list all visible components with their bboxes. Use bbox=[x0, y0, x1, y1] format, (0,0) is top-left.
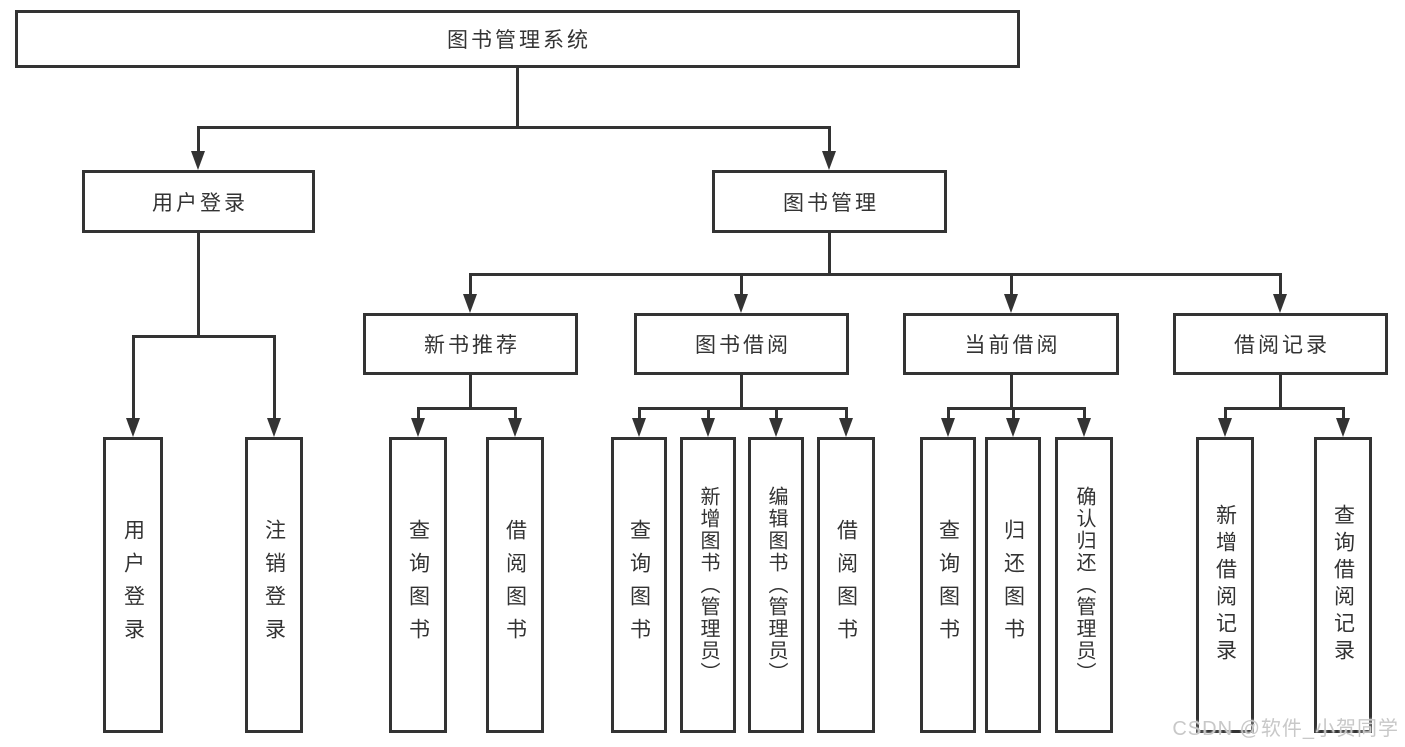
arrow-down-icon bbox=[267, 418, 281, 437]
arrow-down-icon bbox=[941, 418, 955, 437]
arrow-down-icon bbox=[1006, 418, 1020, 437]
arrow-down-icon bbox=[769, 418, 783, 437]
connector-stem bbox=[1278, 375, 1282, 410]
connector-drop bbox=[637, 407, 641, 421]
node-book-borrowing: 图书借阅 bbox=[634, 313, 849, 375]
node-leaf-confirm-return-admin: 确认归还（管理员） bbox=[1055, 437, 1113, 733]
connector-drop bbox=[827, 126, 831, 154]
node-new-book-recommendation: 新书推荐 bbox=[363, 313, 578, 375]
node-label: 编辑图书（管理员） bbox=[765, 486, 787, 684]
connector-stem bbox=[827, 233, 831, 276]
arrow-down-icon bbox=[839, 418, 853, 437]
node-label: 查询图书 bbox=[627, 519, 651, 651]
connector-drop bbox=[131, 335, 135, 421]
node-leaf-query-borrow-record: 查询借阅记录 bbox=[1314, 437, 1372, 733]
connector-stem bbox=[468, 375, 472, 410]
arrow-down-icon bbox=[1077, 418, 1091, 437]
connector-drop bbox=[774, 407, 778, 421]
node-leaf-borrow-books-1: 借阅图书 bbox=[486, 437, 544, 733]
arrow-down-icon bbox=[463, 294, 477, 313]
connector-drop bbox=[1011, 407, 1015, 421]
arrow-down-icon bbox=[191, 151, 205, 170]
node-book-management: 图书管理 bbox=[712, 170, 947, 233]
arrow-down-icon bbox=[411, 418, 425, 437]
arrow-down-icon bbox=[1336, 418, 1350, 437]
connector-stem bbox=[196, 233, 200, 338]
node-label: 注销登录 bbox=[262, 519, 286, 651]
node-leaf-add-books-admin: 新增图书（管理员） bbox=[680, 437, 736, 733]
node-leaf-return-books: 归还图书 bbox=[985, 437, 1041, 733]
node-label: 新增借阅记录 bbox=[1213, 504, 1237, 666]
node-label: 查询图书 bbox=[406, 519, 430, 651]
connector-drop bbox=[468, 273, 472, 297]
node-label: 新书推荐 bbox=[424, 334, 520, 357]
node-leaf-add-borrow-record: 新增借阅记录 bbox=[1196, 437, 1254, 733]
node-leaf-user-login: 用户登录 bbox=[103, 437, 163, 733]
connector-bus bbox=[468, 273, 1282, 276]
node-leaf-logout: 注销登录 bbox=[245, 437, 303, 733]
node-leaf-query-books-2: 查询图书 bbox=[611, 437, 667, 733]
connector-bus bbox=[416, 407, 517, 410]
connector-bus bbox=[946, 407, 1086, 410]
connector-bus bbox=[196, 126, 831, 129]
connector-drop bbox=[513, 407, 517, 421]
node-label: 图书借阅 bbox=[695, 334, 791, 357]
node-label: 借阅记录 bbox=[1234, 334, 1330, 357]
connector-bus bbox=[1223, 407, 1345, 410]
node-label: 用户登录 bbox=[121, 519, 145, 651]
connector-drop bbox=[1223, 407, 1227, 421]
connector-stem bbox=[1009, 375, 1013, 410]
node-label: 查询图书 bbox=[936, 519, 960, 651]
arrow-down-icon bbox=[1218, 418, 1232, 437]
connector-drop bbox=[1341, 407, 1345, 421]
node-leaf-query-books-3: 查询图书 bbox=[920, 437, 976, 733]
arrow-down-icon bbox=[734, 294, 748, 313]
node-label: 当前借阅 bbox=[964, 334, 1061, 357]
connector-drop bbox=[272, 335, 276, 421]
csdn-watermark: CSDN @软件_小贺同学 bbox=[1172, 718, 1399, 740]
node-label: 查询借阅记录 bbox=[1331, 504, 1355, 666]
connector-drop bbox=[706, 407, 710, 421]
node-leaf-edit-books-admin: 编辑图书（管理员） bbox=[748, 437, 804, 733]
node-user-login: 用户登录 bbox=[82, 170, 315, 233]
connector-bus bbox=[131, 335, 276, 338]
node-leaf-query-books-1: 查询图书 bbox=[389, 437, 447, 733]
node-library-management-system: 图书管理系统 bbox=[15, 10, 1020, 68]
node-label: 新增图书（管理员） bbox=[697, 486, 719, 684]
connector-drop bbox=[844, 407, 848, 421]
connector-stem bbox=[739, 375, 743, 410]
connector-drop bbox=[1009, 273, 1013, 297]
connector-drop bbox=[1278, 273, 1282, 297]
node-label: 用户登录 bbox=[152, 191, 248, 215]
connector-bus bbox=[637, 407, 848, 410]
node-label: 借阅图书 bbox=[503, 519, 527, 651]
node-leaf-borrow-books-2: 借阅图书 bbox=[817, 437, 875, 733]
connector-drop bbox=[416, 407, 420, 421]
node-label: 归还图书 bbox=[1001, 519, 1025, 651]
arrow-down-icon bbox=[701, 418, 715, 437]
node-label: 图书管理系统 bbox=[447, 29, 591, 52]
node-label: 确认归还（管理员） bbox=[1073, 486, 1095, 684]
connector-drop bbox=[196, 126, 200, 154]
connector-stem bbox=[515, 68, 519, 129]
arrow-down-icon bbox=[1273, 294, 1287, 313]
arrow-down-icon bbox=[632, 418, 646, 437]
node-borrowing-records: 借阅记录 bbox=[1173, 313, 1388, 375]
node-current-borrowing: 当前借阅 bbox=[903, 313, 1119, 375]
connector-drop bbox=[1082, 407, 1086, 421]
connector-drop bbox=[739, 273, 743, 297]
node-label: 图书管理 bbox=[783, 191, 879, 215]
connector-drop bbox=[946, 407, 950, 421]
arrow-down-icon bbox=[822, 151, 836, 170]
arrow-down-icon bbox=[508, 418, 522, 437]
arrow-down-icon bbox=[1004, 294, 1018, 313]
arrow-down-icon bbox=[126, 418, 140, 437]
node-label: 借阅图书 bbox=[834, 519, 858, 651]
